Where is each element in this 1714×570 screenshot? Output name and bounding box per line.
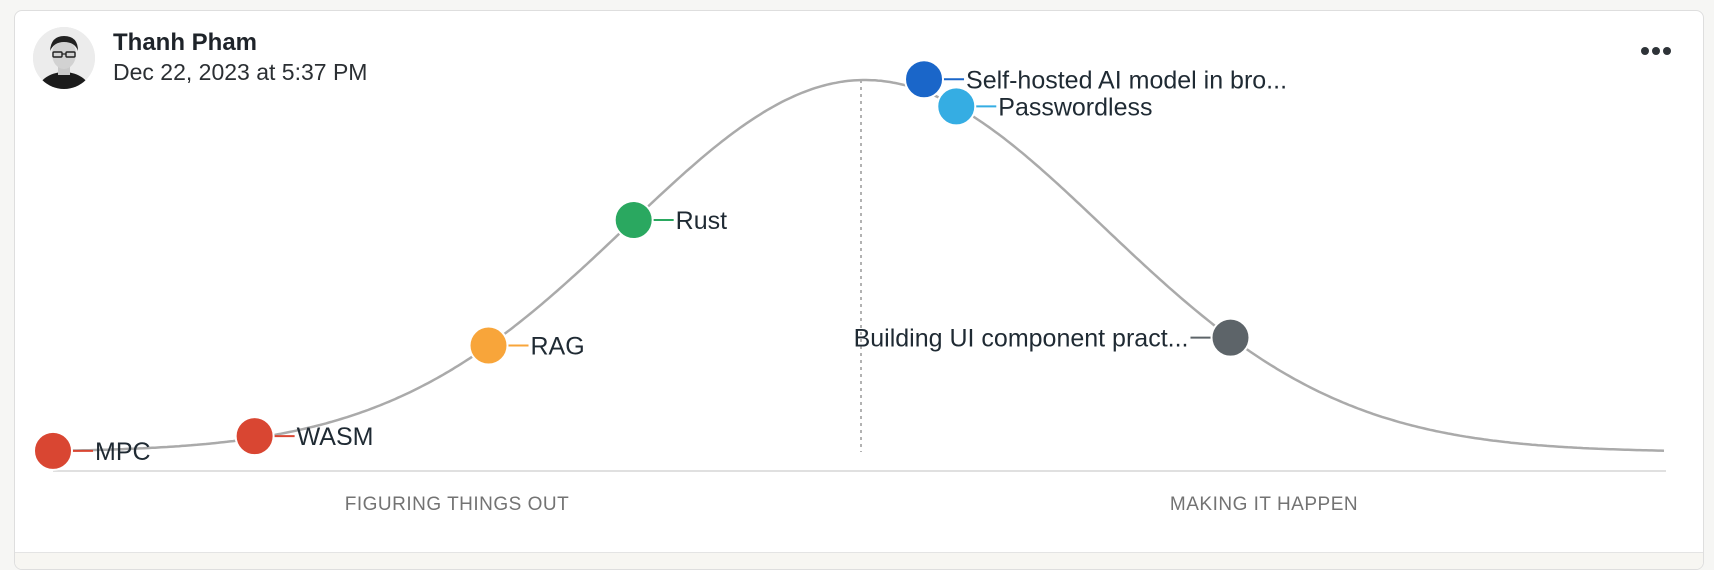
point-label-self-hosted-ai-model-in-bro[interactable]: Self-hosted AI model in bro...: [966, 66, 1287, 94]
point-label-rag[interactable]: RAG: [531, 333, 585, 361]
phase-label-1: FIGURING THINGS OUT: [345, 494, 569, 515]
point-label-mpc[interactable]: MPC: [95, 438, 151, 466]
point-marker-wasm[interactable]: [234, 416, 275, 457]
point-marker-rust[interactable]: [613, 200, 654, 241]
avatar-image: [33, 27, 95, 89]
phase-label-2: MAKING IT HAPPEN: [1170, 494, 1358, 515]
point-label-wasm[interactable]: WASM: [297, 423, 374, 451]
point-label-rust[interactable]: Rust: [676, 207, 727, 235]
more-options-button[interactable]: [1635, 39, 1683, 63]
point-marker-self-hosted-ai-model-in-bro[interactable]: [904, 59, 945, 100]
hype-curve: [52, 78, 1665, 453]
point-marker-passwordless[interactable]: [936, 86, 977, 127]
author-name[interactable]: Thanh Pham: [113, 29, 258, 56]
more-horizontal-icon: [1641, 47, 1671, 55]
post-card: Thanh Pham Dec 22, 2023 at 5:37 PM: [14, 10, 1704, 570]
post-timestamp[interactable]: Dec 22, 2023 at 5:37 PM: [113, 59, 368, 85]
point-label-building-ui-component-pract[interactable]: Building UI component pract...: [854, 325, 1189, 353]
point-marker-mpc[interactable]: [33, 430, 73, 471]
point-marker-rag[interactable]: [468, 325, 509, 366]
point-label-passwordless[interactable]: Passwordless: [998, 93, 1152, 121]
avatar[interactable]: [33, 27, 95, 89]
point-marker-building-ui-component-pract[interactable]: [1210, 317, 1251, 358]
